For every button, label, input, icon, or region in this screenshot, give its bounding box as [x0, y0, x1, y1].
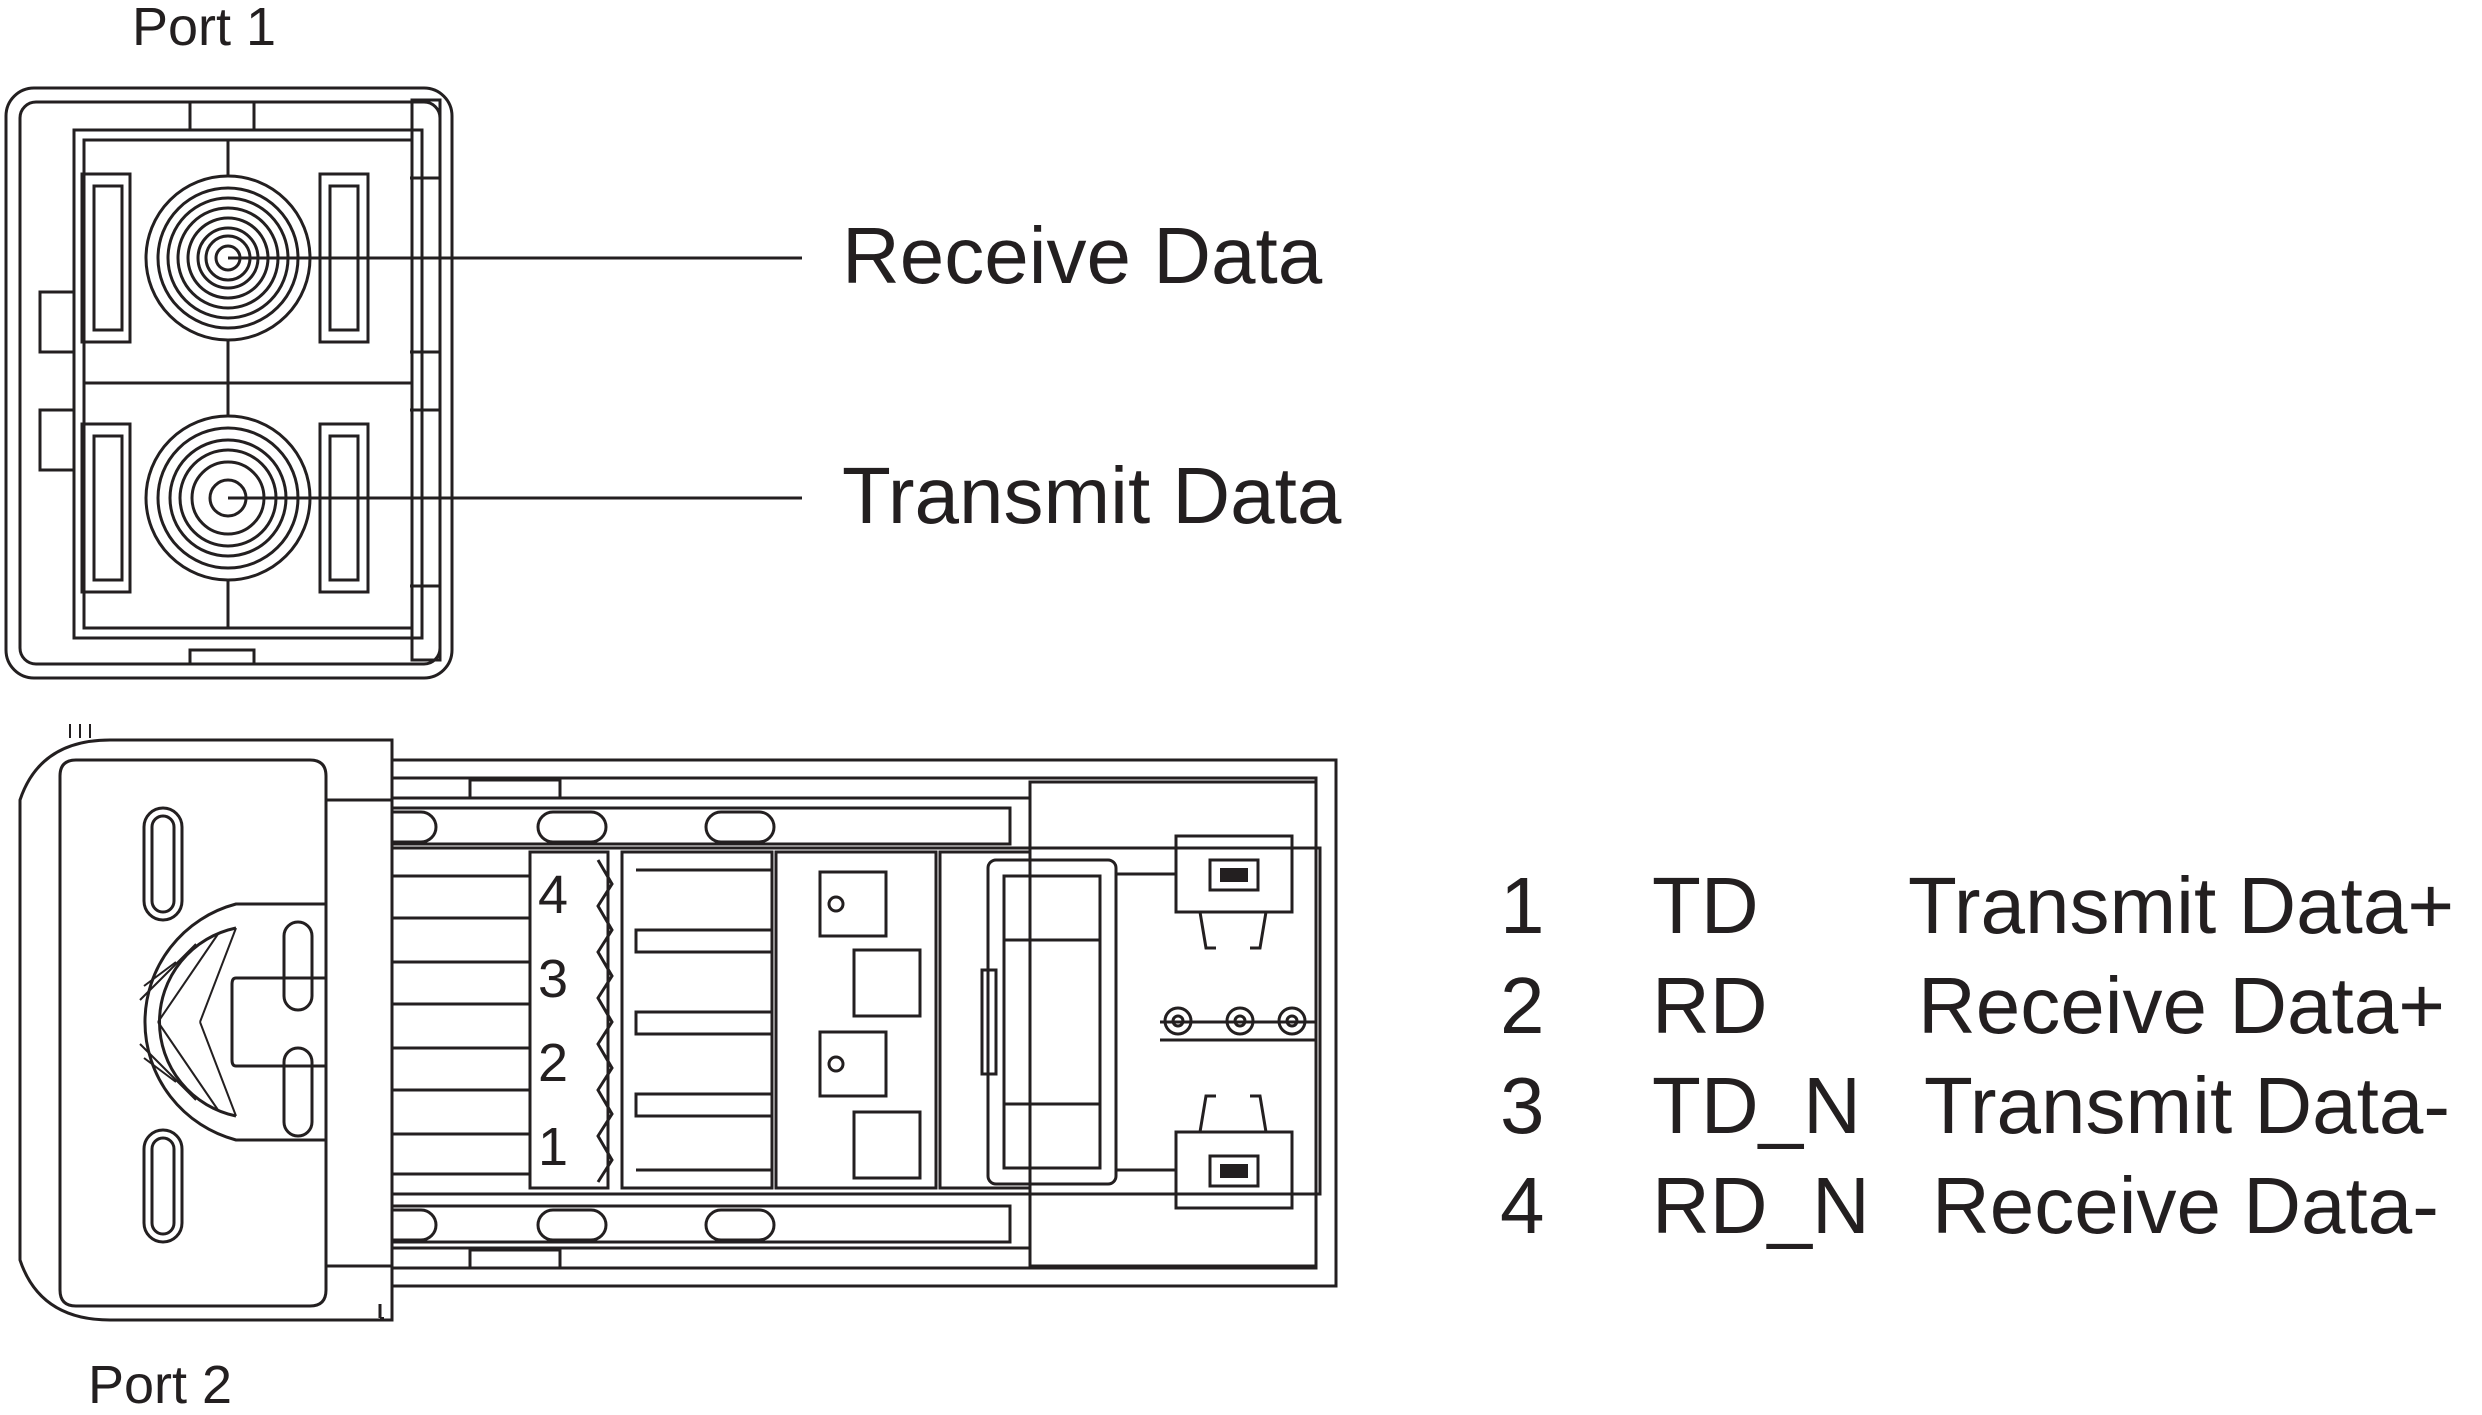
- transmit-data-label: Transmit Data: [842, 451, 1342, 540]
- contact-number-block: [528, 850, 610, 1190]
- contact-number: 4: [538, 865, 569, 925]
- pin-signal: TD_N: [1652, 1061, 1861, 1150]
- contact-number: 2: [538, 1033, 569, 1093]
- port2-side-view: [18, 724, 1338, 1322]
- pin-description: Receive Data+: [1918, 961, 2445, 1050]
- port1-label: Port 1: [132, 0, 277, 57]
- pin-description: Receive Data-: [1932, 1161, 2439, 1250]
- pin-number: 1: [1500, 861, 1545, 950]
- pin-number: 2: [1500, 961, 1545, 1050]
- pin-description: Transmit Data-: [1924, 1061, 2451, 1150]
- pin-number: 3: [1500, 1061, 1545, 1150]
- pin-description: Transmit Data+: [1908, 861, 2455, 950]
- pin-number: 4: [1500, 1161, 1545, 1250]
- receive-data-label: Receive Data: [842, 211, 1323, 300]
- contact-number: 1: [538, 1117, 569, 1177]
- port1-front-view: [4, 86, 802, 680]
- pin-signal: RD: [1652, 961, 1768, 1050]
- pin-signal: TD: [1652, 861, 1759, 950]
- contact-number: 3: [538, 949, 569, 1009]
- port2-label: Port 2: [88, 1355, 233, 1415]
- pin-signal: RD_N: [1652, 1161, 1870, 1250]
